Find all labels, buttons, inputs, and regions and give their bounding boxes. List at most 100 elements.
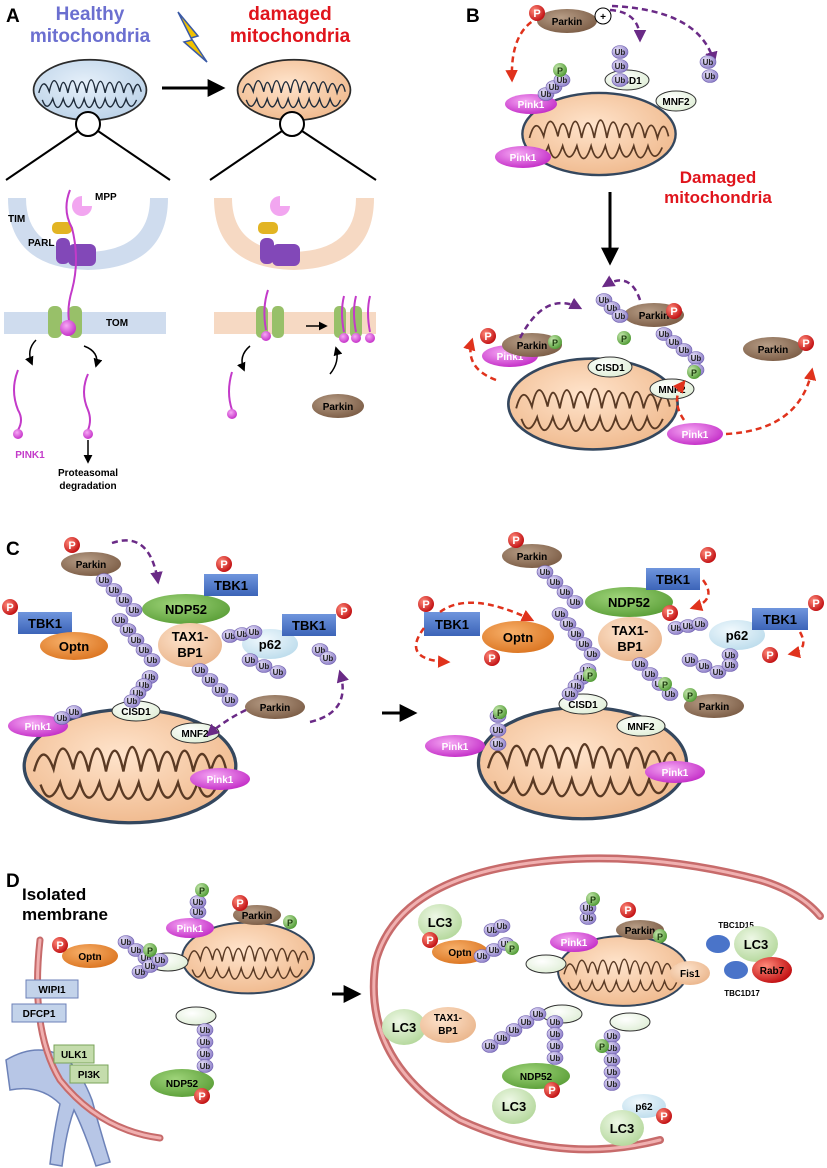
phospho-group-red: P (418, 596, 434, 612)
phospho-group-red: P (232, 895, 248, 911)
ubiquitin-bead: Ub (695, 659, 713, 673)
ubiquitin-bead: Ub (201, 673, 219, 687)
ubiquitin-bead: Ub (95, 573, 113, 587)
ubiquitin-bead: Ub (505, 1023, 523, 1037)
damaged-label-1: Damaged (680, 168, 757, 187)
ndp52-label: NDP52 (608, 595, 650, 610)
ub-label: Ub (560, 588, 571, 597)
ub-label: Ub (607, 1032, 618, 1041)
red-dashed-arrow (414, 627, 451, 668)
p-label: P (198, 1091, 205, 1103)
panel-d: D Isolated membrane WIPI1 DFCP1 ULK1 PI3… (5, 854, 824, 1167)
ub-label: Ub (249, 628, 260, 637)
p-label: P (287, 918, 293, 928)
inner-membrane-damaged (214, 198, 374, 270)
p-label: P (766, 650, 773, 662)
ub-label: Ub (493, 726, 504, 735)
phospho-group-red: P (544, 1082, 560, 1098)
cisd1-blob (587, 356, 633, 378)
phospho-group-red: P (194, 1088, 210, 1104)
ubiquitin-bead: Ub (493, 919, 511, 933)
p62-label: p62 (635, 1102, 653, 1113)
red-dashed-arrow (672, 380, 686, 421)
p-label: P (6, 602, 13, 614)
p-label: P (599, 1042, 605, 1052)
ub-label: Ub (541, 90, 552, 99)
ub-label: Ub (497, 922, 508, 931)
cisd1-label: CISD1 (568, 700, 598, 711)
ub-label: Ub (579, 640, 590, 649)
ubiquitin-bead: Ub (603, 1065, 621, 1079)
ub-label: Ub (115, 616, 126, 625)
optn-blob (40, 632, 108, 660)
tim-label: TIM (8, 214, 25, 225)
red-dashed-arrow (505, 15, 541, 83)
ubiquitin-bead: Ub (151, 953, 169, 967)
parkin-label: Parkin (260, 703, 291, 714)
ub-label: Ub (497, 1034, 508, 1043)
phospho-group-red: P (798, 335, 814, 351)
dfcp1-box (11, 1003, 67, 1023)
ubiquitin-bead: Ub (583, 647, 601, 661)
phospho-group-red: P (64, 537, 80, 553)
ub-label: Ub (119, 596, 130, 605)
ub-label: Ub (549, 83, 560, 92)
parkin-blob (537, 9, 597, 33)
ubiquitin-bead: Ub (196, 1059, 214, 1073)
p-label: P (587, 671, 593, 681)
panel-label-c: C (6, 539, 20, 560)
ub-label: Ub (671, 624, 682, 633)
phospho-group-green: P (553, 63, 567, 77)
damaged-title-line1: damaged (248, 4, 331, 25)
ndp52-blob (142, 594, 230, 624)
receptor-blob (525, 954, 567, 974)
lc3-label: LC3 (744, 937, 769, 952)
ub-label: Ub (273, 668, 284, 677)
healthy-title-line2: mitochondria (30, 26, 151, 47)
ub-label: Ub (323, 654, 334, 663)
ub-label: Ub (139, 646, 150, 655)
optn-label: Optn (78, 952, 101, 963)
pink1-blob (351, 333, 361, 343)
p-label: P (340, 606, 347, 618)
tax1bp1-blob (158, 623, 222, 667)
mpp-label: MPP (95, 192, 117, 203)
phospho-group-green: P (687, 365, 701, 379)
phospho-group-red: P (762, 647, 778, 663)
ubiquitin-bead: Ub (65, 705, 83, 719)
rab7-label: Rab7 (760, 966, 785, 977)
phospho-group-green: P (583, 668, 597, 682)
pink1-label: Pink1 (682, 430, 709, 441)
phospho-group-red: P (662, 605, 678, 621)
phospho-group-red: P (529, 5, 545, 21)
ubiquitin-bead: Ub (603, 1053, 621, 1067)
p-label: P (812, 598, 819, 610)
tax1bp1-label-1: TAX1- (172, 629, 209, 644)
pink1-label: Pink1 (442, 742, 469, 753)
p-label: P (662, 680, 668, 690)
ub-label: Ub (571, 630, 582, 639)
p62-blob (709, 620, 765, 650)
phospho-group-red: P (620, 902, 636, 918)
ubiquitin-bead: Ub (196, 1035, 214, 1049)
tom-label: TOM (106, 318, 128, 329)
tax1bp1-label-2: BP1 (617, 639, 642, 654)
parkin-blob (61, 552, 121, 576)
ub-label: Ub (683, 622, 694, 631)
lightning-icon (177, 11, 208, 63)
ubiquitin-bead: Ub (245, 625, 263, 639)
ubiquitin-bead: Ub (115, 593, 133, 607)
ub-label: Ub (587, 650, 598, 659)
ub-label: Ub (145, 962, 156, 971)
ub-label: Ub (550, 1018, 561, 1027)
proteasomal-label-1: Proteasomal (58, 468, 118, 479)
ub-label: Ub (565, 690, 576, 699)
ubiquitin-bead: Ub (546, 575, 564, 589)
p-label: P (670, 306, 677, 318)
pink1-blob (166, 918, 214, 938)
pink1-blob (550, 932, 598, 952)
ub-label: Ub (315, 646, 326, 655)
p-label: P (533, 8, 540, 20)
pink1-blob (667, 423, 723, 445)
ubiquitin-bead: Ub (641, 667, 659, 681)
